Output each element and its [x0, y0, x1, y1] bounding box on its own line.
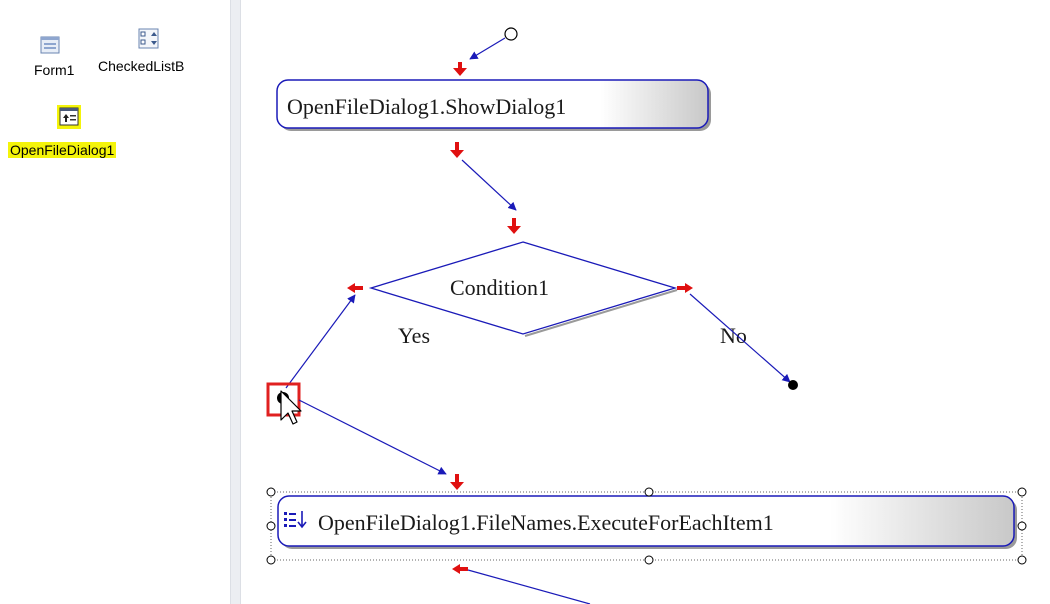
- connector-junction-to-foreach[interactable]: [298, 399, 447, 475]
- condition-label: Condition1: [450, 275, 549, 300]
- for-each-label: OpenFileDialog1.FileNames.ExecuteForEach…: [318, 510, 774, 535]
- condition-node[interactable]: Condition1: [368, 241, 678, 337]
- action-node-for-each[interactable]: OpenFileDialog1.FileNames.ExecuteForEach…: [266, 487, 1027, 565]
- form-icon[interactable]: [40, 36, 62, 61]
- component-label-form1[interactable]: Form1: [34, 62, 75, 78]
- red-arrow-icon: [452, 564, 468, 574]
- open-file-dialog-icon[interactable]: [57, 105, 81, 134]
- connector-foreach-out[interactable]: [467, 569, 591, 604]
- checked-list-icon[interactable]: [138, 28, 160, 55]
- selected-label: OpenFileDialog1: [8, 142, 117, 158]
- yes-branch-label: Yes: [398, 323, 430, 348]
- connector-start-to-show[interactable]: [469, 37, 506, 60]
- red-arrow-icon: [453, 62, 467, 76]
- start-node[interactable]: [504, 27, 518, 41]
- red-arrow-icon: [347, 283, 363, 293]
- no-branch-label: No: [720, 323, 747, 348]
- for-each-icon: [284, 511, 307, 529]
- component-label-openfiledialog1[interactable]: OpenFileDialog1: [8, 142, 117, 158]
- red-arrow-icon: [450, 142, 464, 158]
- panel-splitter[interactable]: [230, 0, 241, 604]
- connector-yes-branch[interactable]: [285, 294, 356, 389]
- action-node-show-dialog[interactable]: OpenFileDialog1.ShowDialog1: [276, 79, 711, 131]
- flowchart-canvas[interactable]: OpenFileDialog1.ShowDialog1 Condition1 Y…: [241, 0, 1050, 604]
- end-node[interactable]: [788, 380, 798, 390]
- resize-handle[interactable]: [266, 487, 1027, 565]
- show-dialog-label: OpenFileDialog1.ShowDialog1: [287, 94, 566, 119]
- component-label-checkedlistbox[interactable]: CheckedListB: [98, 58, 185, 74]
- red-arrow-icon: [677, 283, 693, 293]
- connector-no-branch[interactable]: [689, 293, 791, 383]
- mouse-cursor-icon: [280, 390, 302, 425]
- connector-show-to-condition[interactable]: [461, 159, 517, 211]
- component-tray: Form1 CheckedListB OpenFileDialog1: [0, 0, 230, 604]
- red-arrow-icon: [507, 218, 521, 234]
- red-arrow-icon: [450, 474, 464, 490]
